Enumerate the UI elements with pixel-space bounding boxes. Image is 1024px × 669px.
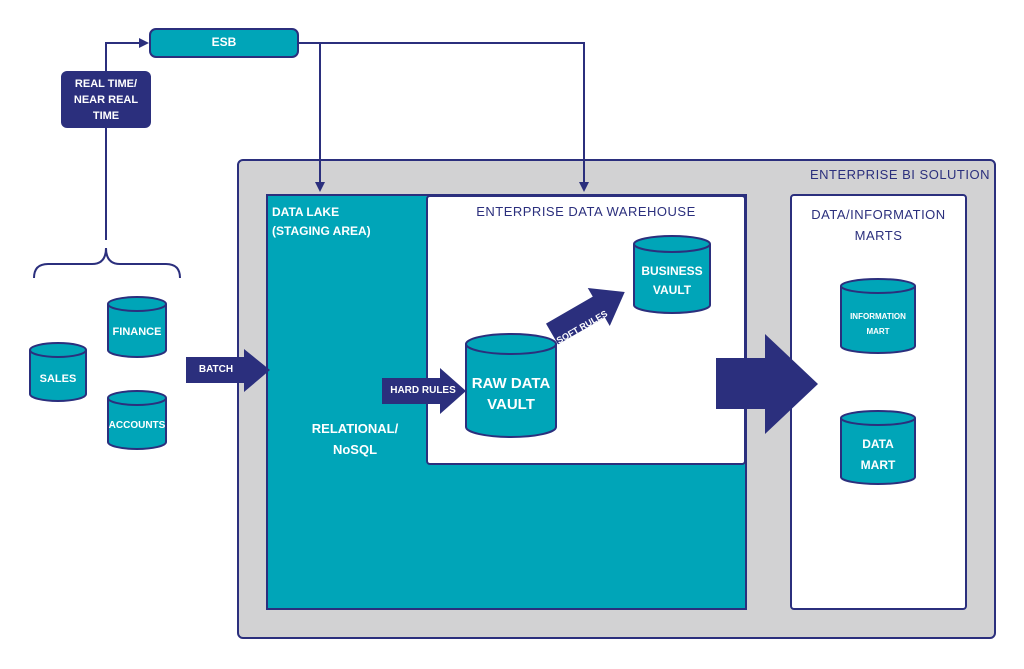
realtime-line-2: NEAR REAL — [73, 94, 139, 106]
finance-label: FINANCE — [112, 326, 162, 338]
realtime-label: REAL TIME/ NEAR REAL TIME — [61, 76, 151, 124]
data-lake-line-2: (STAGING AREA) — [272, 224, 371, 238]
marts-title-line-2: MARTS — [854, 228, 903, 243]
esb-label: ESB — [211, 35, 237, 49]
raw-vault-line-1: RAW DATA — [471, 375, 551, 392]
relational-nosql-label: RELATIONAL/ NoSQL — [290, 418, 420, 460]
relational-line-1: RELATIONAL/ — [311, 421, 399, 436]
data-lake-line-1: DATA LAKE — [272, 205, 340, 219]
information-mart-label: INFORMATION MART — [841, 309, 915, 339]
information-mart-db-icon — [840, 278, 916, 354]
data-mart-line-1: DATA — [862, 437, 894, 451]
marts-panel — [790, 194, 967, 610]
batch-arrow — [186, 349, 270, 392]
finance-db-icon — [107, 296, 167, 358]
data-mart-line-2: MART — [860, 458, 896, 472]
sales-db-icon — [29, 342, 87, 402]
accounts-db-icon — [107, 390, 167, 450]
data-mart-label: DATA MART — [841, 434, 915, 476]
big-arrow — [716, 334, 818, 434]
realtime-line-1: REAL TIME/ — [74, 78, 138, 90]
esb-to-edw-connector — [320, 42, 589, 192]
business-vault-line-1: BUSINESS — [641, 264, 703, 278]
business-vault-line-2: VAULT — [652, 283, 692, 297]
esb-box — [149, 28, 299, 58]
raw-vault-line-2: VAULT — [487, 396, 535, 413]
sources-brace — [33, 247, 181, 279]
raw-data-vault-db-icon — [465, 333, 557, 438]
information-mart-line-1: INFORMATION — [850, 312, 906, 321]
enterprise-bi-solution-title: ENTERPRISE BI SOLUTION — [809, 167, 990, 182]
business-vault-label: BUSINESS VAULT — [634, 262, 710, 300]
marts-title: DATA/INFORMATION MARTS — [791, 204, 966, 246]
realtime-box — [61, 71, 151, 128]
business-vault-db-icon — [633, 235, 711, 314]
data-mart-db-icon — [840, 410, 916, 485]
data-lake-title: DATA LAKE (STAGING AREA) — [272, 203, 422, 241]
hard-rules-label: HARD RULES — [390, 385, 456, 396]
soft-rules-arrow — [546, 287, 625, 345]
information-mart-line-2: MART — [866, 327, 890, 336]
relational-line-2: NoSQL — [332, 442, 378, 457]
batch-label: BATCH — [198, 364, 234, 375]
realtime-connector — [105, 38, 149, 240]
hard-rules-arrow — [382, 368, 466, 414]
sales-label: SALES — [39, 373, 77, 385]
realtime-line-3: TIME — [92, 110, 120, 122]
edw-title: ENTERPRISE DATA WAREHOUSE — [476, 204, 696, 219]
raw-data-vault-label: RAW DATA VAULT — [466, 373, 556, 415]
accounts-label: ACCOUNTS — [108, 420, 166, 431]
marts-title-line-1: DATA/INFORMATION — [811, 207, 946, 222]
